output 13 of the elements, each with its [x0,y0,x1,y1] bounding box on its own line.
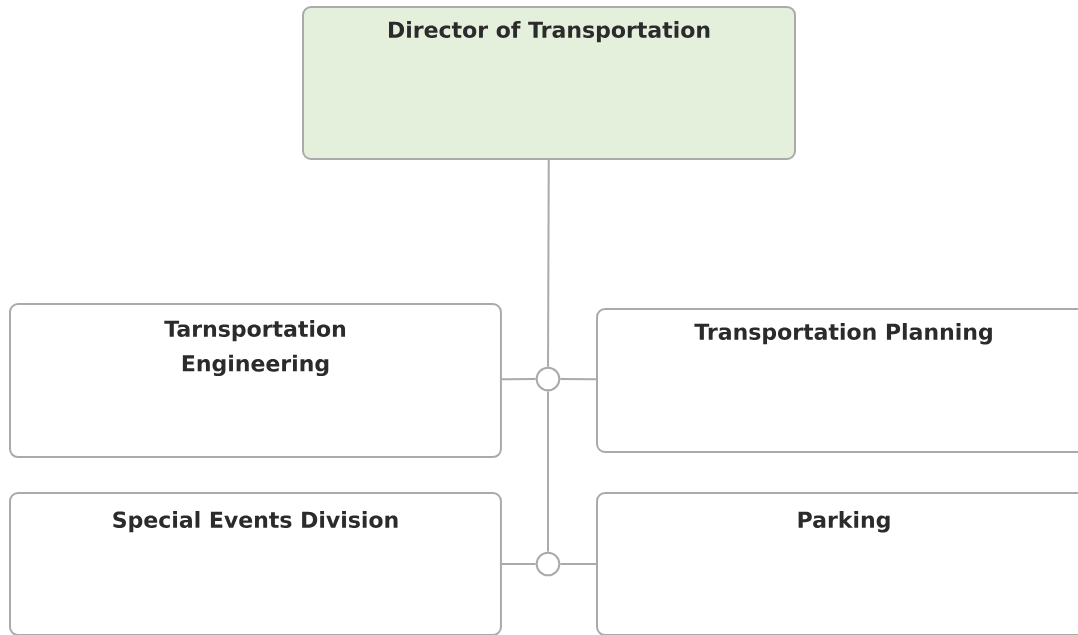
box: Special Events Division [9,492,502,635]
connector-line [559,378,597,381]
box: Parking [596,492,1078,635]
connector-line [500,563,537,565]
connector-line [500,378,537,381]
junction-circle [535,366,561,392]
box: Director of Transportation [302,6,796,160]
box: Tarnsportation Engineering [9,303,502,459]
connector-line [547,390,549,553]
junction-circle [535,551,561,577]
box: Transportation Planning [596,308,1078,453]
connector-line [559,563,597,565]
connector-line [547,159,550,368]
